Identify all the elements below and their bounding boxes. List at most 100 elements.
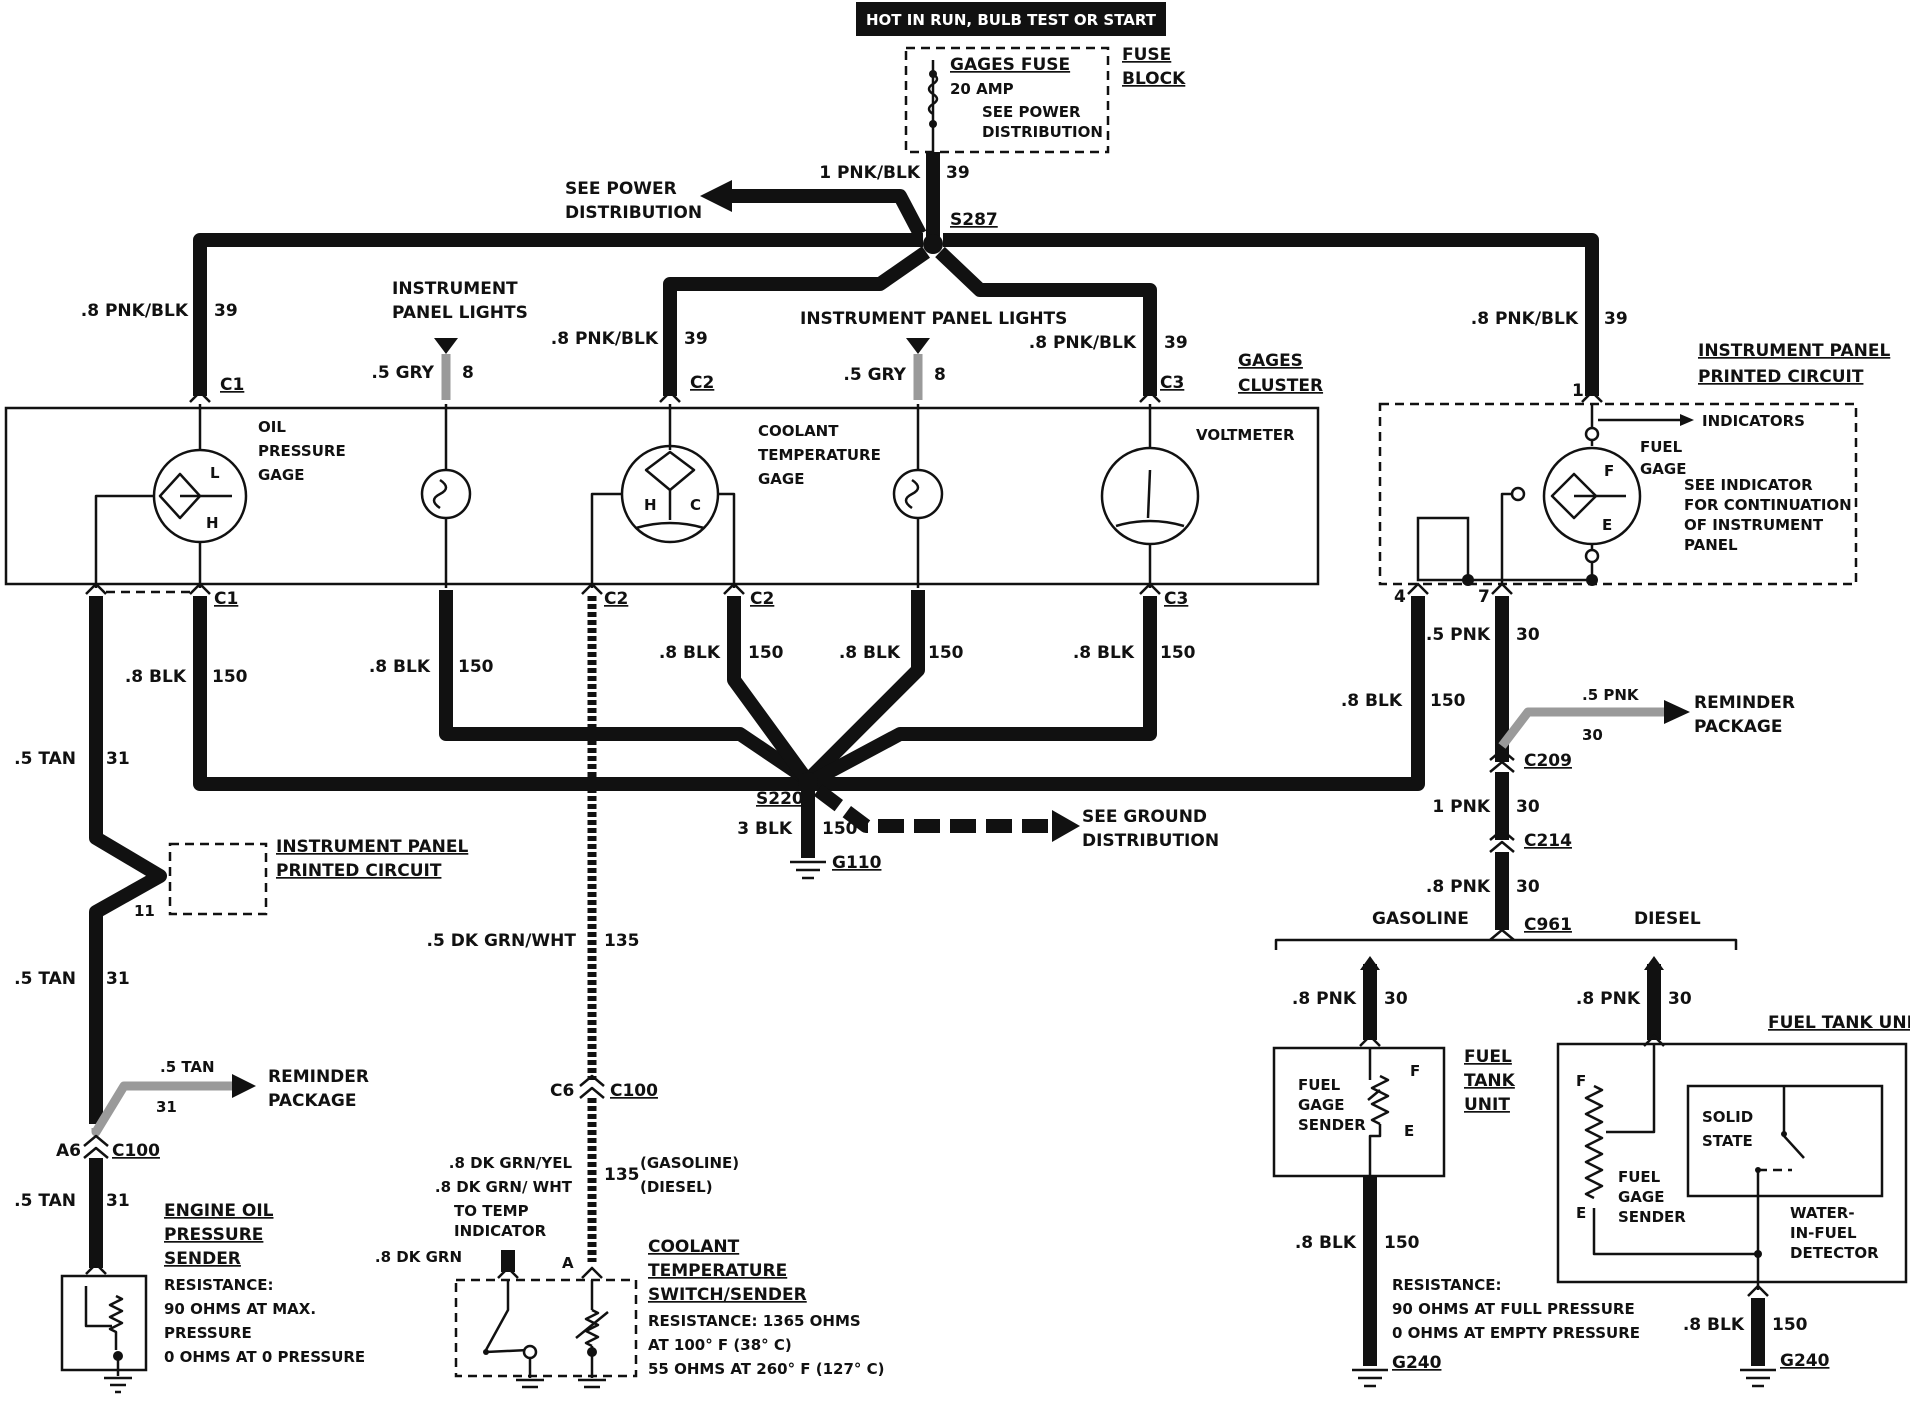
coolant-temp-wire-label: .8 DK GRN xyxy=(375,1248,462,1266)
coolant-temp-line1: TO TEMP xyxy=(454,1202,529,1220)
see-ground-line1: SEE GROUND xyxy=(1082,807,1207,827)
power-fuel-wire: .8 PNK/BLK xyxy=(1471,309,1579,329)
fuse-block-line1: FUSE xyxy=(1122,45,1171,65)
diesel-ground-connector-symbol xyxy=(1747,1284,1769,1297)
see-ground-wire xyxy=(813,784,1060,833)
connector-c3-bottom: C3 xyxy=(1164,589,1188,609)
voltmeter-needle xyxy=(1146,469,1152,519)
lights2-wire-label: .5 GRY xyxy=(843,365,906,385)
power-c3-wire: .8 PNK/BLK xyxy=(1029,333,1137,353)
ip-circuit-jumper xyxy=(1416,516,1470,582)
connector-c2-top: C2 xyxy=(690,373,714,393)
lights1-line2: PANEL LIGHTS xyxy=(392,303,528,323)
wif-switch-blade xyxy=(1783,1135,1805,1159)
ground-coolant-wire: .8 BLK xyxy=(659,643,721,663)
coolant-gas-wire: .8 DK GRN/YEL xyxy=(449,1154,573,1172)
gas-res-line2: 90 OHMS AT FULL PRESSURE xyxy=(1392,1300,1635,1318)
water-line2: IN-FUEL xyxy=(1790,1224,1857,1242)
coolant-gage-sender-lead xyxy=(590,492,622,588)
gas-wire-up-arrow-icon xyxy=(1360,956,1380,970)
fuel-gage-full: F xyxy=(1604,462,1614,480)
connector-c100-oil-symbol xyxy=(83,1134,109,1159)
fuel-reminder-line2: PACKAGE xyxy=(1694,717,1782,737)
coolant-gage-cold: C xyxy=(690,496,701,514)
coolant-gage-coil xyxy=(644,450,696,492)
water-line3: DETECTOR xyxy=(1790,1244,1879,1262)
see-power-wire xyxy=(730,189,927,238)
oil-res-line4: 0 OHMS AT 0 PRESSURE xyxy=(164,1348,365,1366)
connector-oil-sender-symbol xyxy=(85,582,107,595)
fuel-gage-side-node xyxy=(1510,486,1526,502)
ip-note-line3: OF INSTRUMENT xyxy=(1684,516,1824,534)
splice-s220-label: S220 xyxy=(756,789,804,809)
gas-sender-line3: SENDER xyxy=(1298,1116,1366,1134)
coolant-wire-circuit: 135 xyxy=(604,931,640,951)
gas-wire-circuit: 30 xyxy=(1384,989,1408,1009)
ground-g110-wire: 3 BLK xyxy=(737,819,793,839)
oil-wire1-circuit: 31 xyxy=(106,749,130,769)
lights1-wire-label: .5 GRY xyxy=(371,363,434,383)
diesel-sender-full: F xyxy=(1576,1072,1586,1090)
connector-pin4-symbol xyxy=(1407,582,1429,595)
connector-c214-symbol xyxy=(1489,828,1515,853)
ground-g110-circuit: 150 xyxy=(822,819,858,839)
gas-sender-line1: FUEL xyxy=(1298,1076,1341,1094)
gas-res-line3: 0 OHMS AT EMPTY PRESSURE xyxy=(1392,1324,1640,1342)
connector-c961-label: C961 xyxy=(1524,915,1572,935)
connector-pin1: 1 xyxy=(1572,381,1584,401)
diesel-label: DIESEL xyxy=(1634,909,1701,929)
oil-sender-line3: SENDER xyxy=(164,1249,241,1269)
header-banner xyxy=(856,2,1166,36)
connector-c1-top: C1 xyxy=(220,375,244,395)
ground-wire-lights1 xyxy=(439,590,812,786)
coolant-lower-circuit: 135 xyxy=(604,1165,640,1185)
ground-g240-diesel-label: G240 xyxy=(1780,1351,1830,1371)
gas-sender-wiper xyxy=(1367,1089,1381,1101)
ground-fuel-circuit: 150 xyxy=(1430,691,1466,711)
ground-wire-oil xyxy=(193,596,808,791)
ip-note-line2: FOR CONTINUATION xyxy=(1684,496,1852,514)
lights2-arrow-icon xyxy=(906,338,930,354)
power-c1-wire: .8 PNK/BLK xyxy=(81,301,189,321)
diesel-unit-label: FUEL TANK UNIT xyxy=(1768,1013,1910,1033)
feed-wire-label: 1 PNK/BLK xyxy=(819,163,921,183)
oil-reminder-line1: REMINDER xyxy=(268,1067,369,1087)
diesel-sender-line2: GAGE xyxy=(1618,1188,1664,1206)
fuel-wire3-label: .8 PNK xyxy=(1426,877,1491,897)
solid-state-line2: STATE xyxy=(1702,1132,1753,1150)
gas-tank-line1: FUEL xyxy=(1464,1047,1512,1067)
coolant-switch-link xyxy=(485,1348,529,1354)
fuse-note-line2: DISTRIBUTION xyxy=(982,123,1103,141)
connector-c2-bottom: C2 xyxy=(750,589,774,609)
diesel-wire-up-arrow-icon xyxy=(1644,956,1664,970)
oil-ip-line2: PRINTED CIRCUIT xyxy=(276,861,442,881)
ground-lights2-wire: .8 BLK xyxy=(839,643,901,663)
connector-c100-coolant-label: C100 xyxy=(610,1081,658,1101)
coolant-res-line2: AT 100° F (38° C) xyxy=(648,1336,792,1354)
coolant-switch-line2: TEMPERATURE xyxy=(648,1261,787,1281)
ground-fuel-wire: .8 BLK xyxy=(1341,691,1403,711)
wif-switch-pivot xyxy=(1781,1131,1787,1137)
coolant-gage-ground-lead xyxy=(718,492,736,588)
fuel-wire2-label: 1 PNK xyxy=(1432,797,1490,817)
connector-c214-label: C214 xyxy=(1524,831,1572,851)
oil-sender-lead xyxy=(84,1286,112,1328)
fuel-wire2-circuit: 30 xyxy=(1516,797,1540,817)
oil-sender-connector-symbol xyxy=(85,1262,107,1275)
ground-voltmeter-wire: .8 BLK xyxy=(1073,643,1135,663)
connector-c1-top-symbol xyxy=(189,390,211,403)
gas-ground-circuit: 150 xyxy=(1384,1233,1420,1253)
oil-ip-circuit-box xyxy=(168,842,268,916)
oil-ip-pin11: 11 xyxy=(134,902,155,920)
ground-oil-wire: .8 BLK xyxy=(125,667,187,687)
coolant-temp-line2: INDICATOR xyxy=(454,1222,547,1240)
oil-res-line3: PRESSURE xyxy=(164,1324,252,1342)
diesel-ground-circuit: 150 xyxy=(1772,1315,1808,1335)
gas-tank-line3: UNIT xyxy=(1464,1095,1510,1115)
coolant-gage-scale xyxy=(635,521,705,530)
ground-g240-gas-label: G240 xyxy=(1392,1353,1442,1373)
fuel-gage-line2: GAGE xyxy=(1640,460,1686,478)
fuse-block-outline xyxy=(904,46,1110,154)
diesel-sender-line1: FUEL xyxy=(1618,1168,1661,1186)
oil-branch-wire: .5 TAN xyxy=(160,1058,215,1076)
